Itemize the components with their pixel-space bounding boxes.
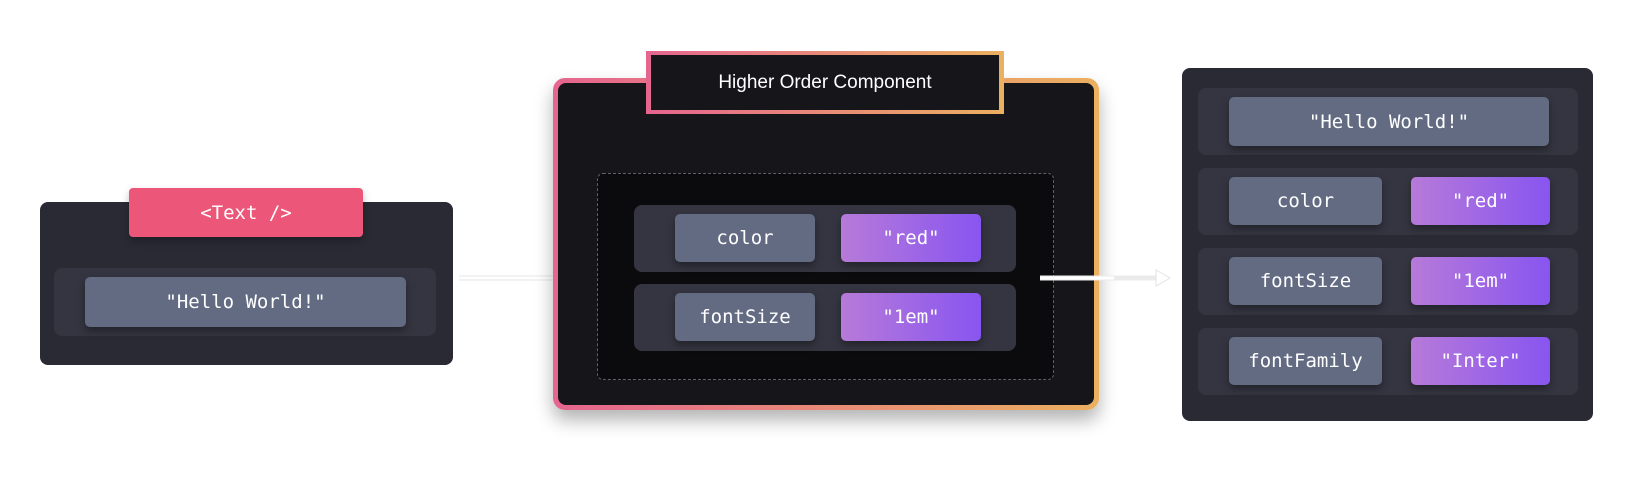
output-arrow-head bbox=[1155, 269, 1172, 287]
output-arrow bbox=[1040, 269, 1172, 287]
enhanced-prop-key: color bbox=[1229, 177, 1382, 225]
enhanced-prop-value: "Inter" bbox=[1411, 337, 1550, 385]
hoc-prop-value: "1em" bbox=[841, 293, 981, 341]
text-component-tag: <Text /> bbox=[129, 188, 363, 237]
text-component-value: "Hello World!" bbox=[85, 277, 406, 327]
enhanced-prop-key: fontSize bbox=[1229, 257, 1382, 305]
hoc-prop-key: color bbox=[675, 214, 815, 262]
enhanced-value: "Hello World!" bbox=[1229, 97, 1549, 146]
enhanced-prop-value: "1em" bbox=[1411, 257, 1550, 305]
hoc-prop-key: fontSize bbox=[675, 293, 815, 341]
hoc-title: Higher Order Component bbox=[651, 55, 999, 110]
enhanced-prop-value: "red" bbox=[1411, 177, 1550, 225]
hoc-prop-value: "red" bbox=[841, 214, 981, 262]
enhanced-prop-key: fontFamily bbox=[1229, 337, 1382, 385]
